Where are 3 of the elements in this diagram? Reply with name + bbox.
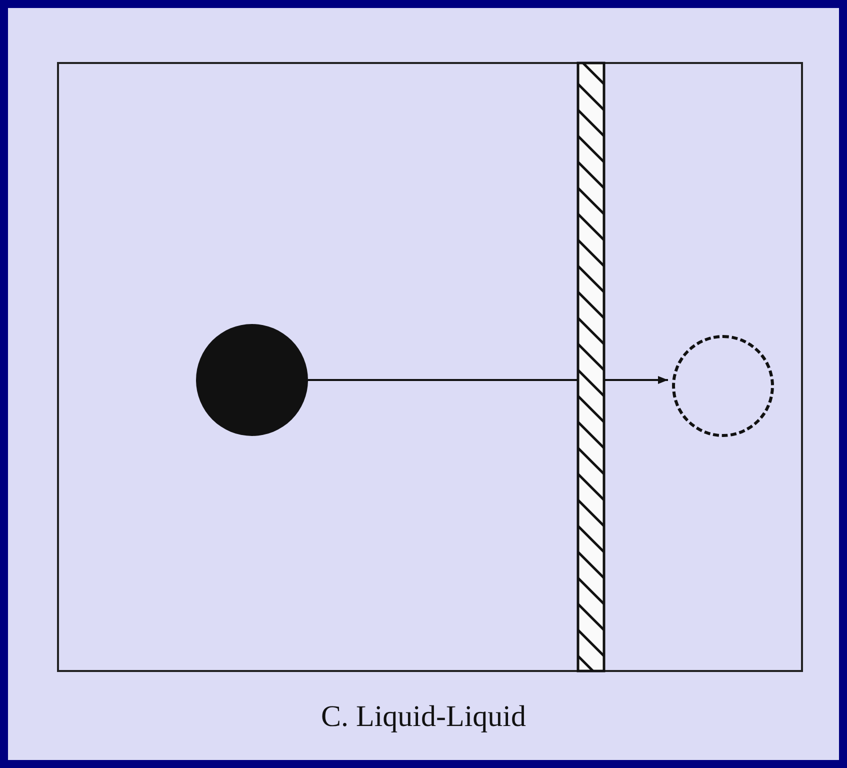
arrow [308,376,668,384]
caption: C. Liquid-Liquid [320,700,527,734]
dashed-circle [672,335,774,437]
